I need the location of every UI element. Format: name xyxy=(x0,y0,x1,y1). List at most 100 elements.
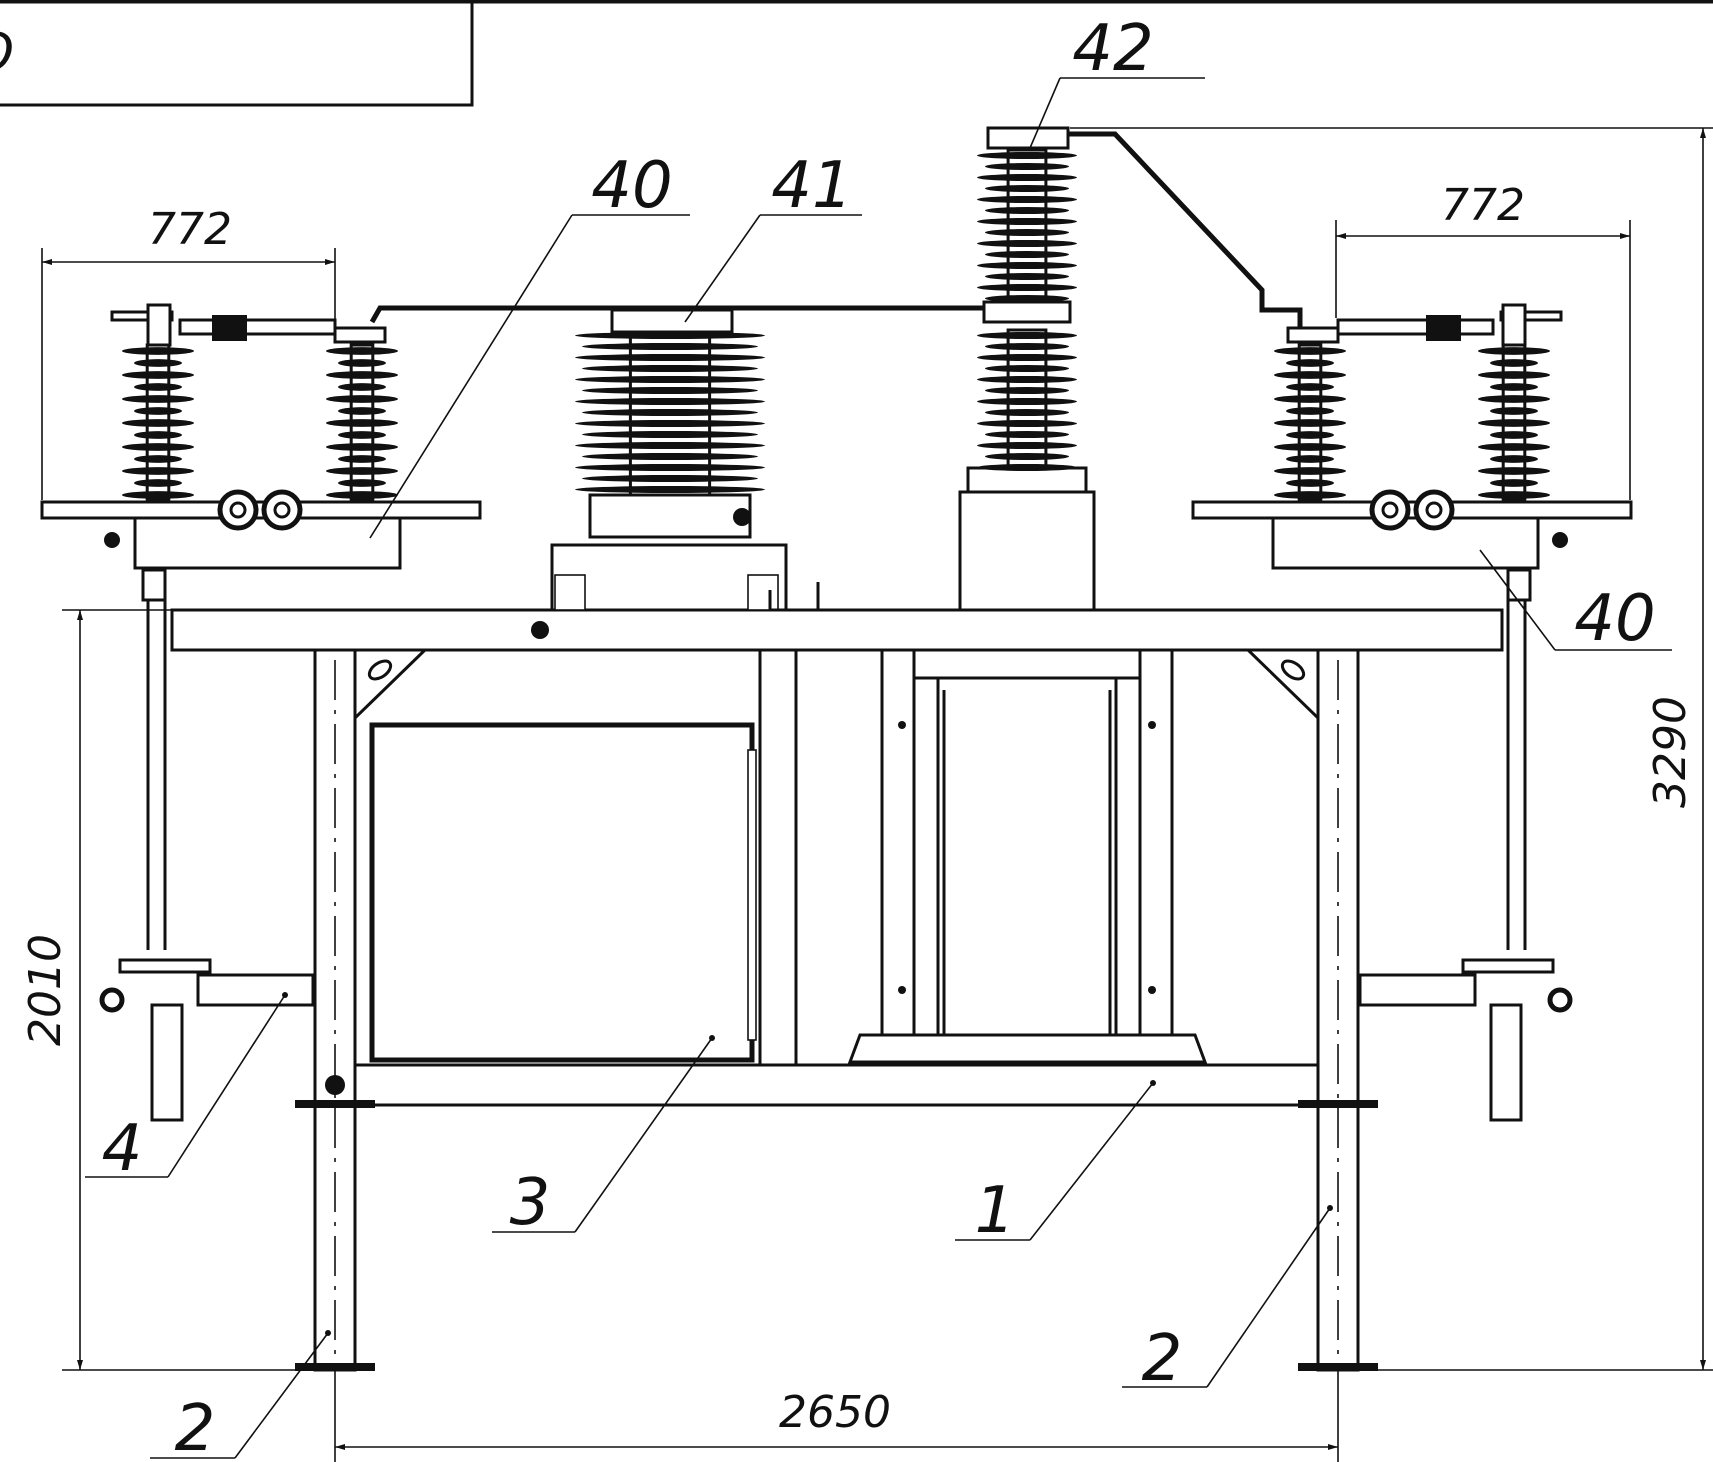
left-outer-insulator-shed xyxy=(122,491,194,499)
left-inner-insulator-shed xyxy=(326,491,398,499)
transformer-stand xyxy=(847,648,1208,1064)
left-outer-insulator-shed xyxy=(122,395,194,403)
right-inner-insulator-shed xyxy=(1274,395,1346,403)
insulator-41-shed xyxy=(575,419,765,428)
leader-lines xyxy=(85,77,1672,1459)
label-2-left: 2 xyxy=(175,1392,216,1462)
right-inner-insulator-shed xyxy=(1274,491,1346,499)
label-42: 42 xyxy=(1072,12,1153,86)
insulator-41-shed xyxy=(575,353,765,362)
right-inner-insulator-shed xyxy=(1274,443,1346,451)
left-outer-insulator-shed xyxy=(122,347,194,355)
label-3: 3 xyxy=(510,1166,551,1240)
right-outer-insulator-shed xyxy=(1478,419,1550,427)
dimension-lines xyxy=(41,127,1713,1462)
right-disconnector xyxy=(1191,303,1633,1122)
insulator-42-upper-shed xyxy=(985,294,1069,303)
insulator-42-upper-shed xyxy=(977,283,1077,292)
insulator-42-upper-shed xyxy=(985,184,1069,193)
insulator-41-shed xyxy=(582,364,758,373)
left-inner-insulator-shed xyxy=(338,455,386,463)
right-inner-insulator-shed xyxy=(1286,431,1334,439)
left-inner-insulator-shed xyxy=(326,419,398,427)
voltage-transformer xyxy=(550,308,820,612)
insulator-41-shed xyxy=(582,474,758,483)
left-outer-insulator-shed xyxy=(134,407,182,415)
insulator-42-lower-shed xyxy=(985,408,1069,417)
insulator-42-upper-shed xyxy=(985,272,1069,281)
dim-width-right: 772 xyxy=(1441,180,1525,231)
insulator-42-upper-shed xyxy=(985,228,1069,237)
insulator-42-lower-shed xyxy=(977,331,1077,340)
insulator-42-lower-shed xyxy=(977,419,1077,428)
insulator-42-upper-shed xyxy=(985,162,1069,171)
right-inner-insulator-shed xyxy=(1274,347,1346,355)
insulator-42-upper-shed xyxy=(985,206,1069,215)
insulator-42-upper-shed xyxy=(977,261,1077,270)
insulator-41-shed xyxy=(582,386,758,395)
left-inner-insulator-shed xyxy=(326,395,398,403)
insulator-42-lower-shed xyxy=(977,397,1077,406)
left-inner-insulator-shed xyxy=(338,383,386,391)
insulator-42-lower-shed xyxy=(977,353,1077,362)
insulator-41-shed xyxy=(582,452,758,461)
drawing-code-text: СТРФ.600368.000 С xyxy=(0,19,14,79)
left-inner-insulator-shed xyxy=(326,467,398,475)
left-inner-insulator-shed xyxy=(338,359,386,367)
insulator-42-lower-shed xyxy=(977,441,1077,450)
left-outer-insulator-shed xyxy=(122,443,194,451)
right-inner-insulator-shed xyxy=(1286,479,1334,487)
right-inner-insulator-shed xyxy=(1286,359,1334,367)
right-outer-insulator-shed xyxy=(1490,383,1538,391)
insulator-41-shed xyxy=(582,430,758,439)
right-inner-insulator-shed xyxy=(1274,371,1346,379)
left-outer-insulator-shed xyxy=(122,419,194,427)
insulator-42-lower-shed xyxy=(985,386,1069,395)
label-41: 41 xyxy=(771,149,852,223)
control-cabinet xyxy=(369,722,757,1063)
right-outer-insulator-shed xyxy=(1478,371,1550,379)
right-outer-insulator-shed xyxy=(1478,347,1550,355)
insulator-42-lower-shed xyxy=(977,463,1077,472)
dim-frame-height: 2010 xyxy=(20,934,71,1046)
right-inner-insulator-shed xyxy=(1286,383,1334,391)
insulator-41-shed xyxy=(575,441,765,450)
left-outer-insulator-shed xyxy=(122,467,194,475)
insulator-42-upper-shed xyxy=(977,217,1077,226)
left-outer-insulator-shed xyxy=(134,383,182,391)
right-outer-insulator-shed xyxy=(1490,359,1538,367)
insulator-41-shed xyxy=(575,463,765,472)
right-outer-insulator-shed xyxy=(1478,395,1550,403)
insulator-42-lower-shed xyxy=(985,452,1069,461)
insulator-42-upper-shed xyxy=(977,151,1077,160)
insulator-42-lower-shed xyxy=(985,364,1069,373)
label-4: 4 xyxy=(102,1112,143,1186)
insulator-41-shed xyxy=(575,375,765,384)
insulator-41-shed xyxy=(575,485,765,494)
title-block: СТРФ.600368.000 С xyxy=(0,0,1713,107)
right-outer-insulator-shed xyxy=(1490,431,1538,439)
right-outer-insulator-shed xyxy=(1478,467,1550,475)
dim-base-width: 2650 xyxy=(779,1387,891,1438)
tall-insulator xyxy=(958,126,1330,612)
label-40-top: 40 xyxy=(591,149,672,223)
label-40-right: 40 xyxy=(1574,582,1655,656)
right-outer-insulator-shed xyxy=(1478,491,1550,499)
insulator-42-upper-shed xyxy=(985,250,1069,259)
left-outer-insulator-shed xyxy=(134,359,182,367)
left-inner-insulator-shed xyxy=(326,443,398,451)
right-outer-insulator-shed xyxy=(1490,455,1538,463)
left-outer-insulator-shed xyxy=(134,479,182,487)
insulator-42-upper-shed xyxy=(977,195,1077,204)
left-inner-insulator-shed xyxy=(338,479,386,487)
bus-bar xyxy=(369,305,984,324)
right-outer-insulator-shed xyxy=(1478,443,1550,451)
label-2-right: 2 xyxy=(1142,1322,1183,1396)
insulator-42-lower-shed xyxy=(985,342,1069,351)
left-outer-insulator-shed xyxy=(122,371,194,379)
insulator-42-upper-shed xyxy=(977,239,1077,248)
insulator-42-lower-shed xyxy=(985,430,1069,439)
insulator-42-lower-shed xyxy=(977,375,1077,384)
left-disconnector xyxy=(40,303,482,1122)
